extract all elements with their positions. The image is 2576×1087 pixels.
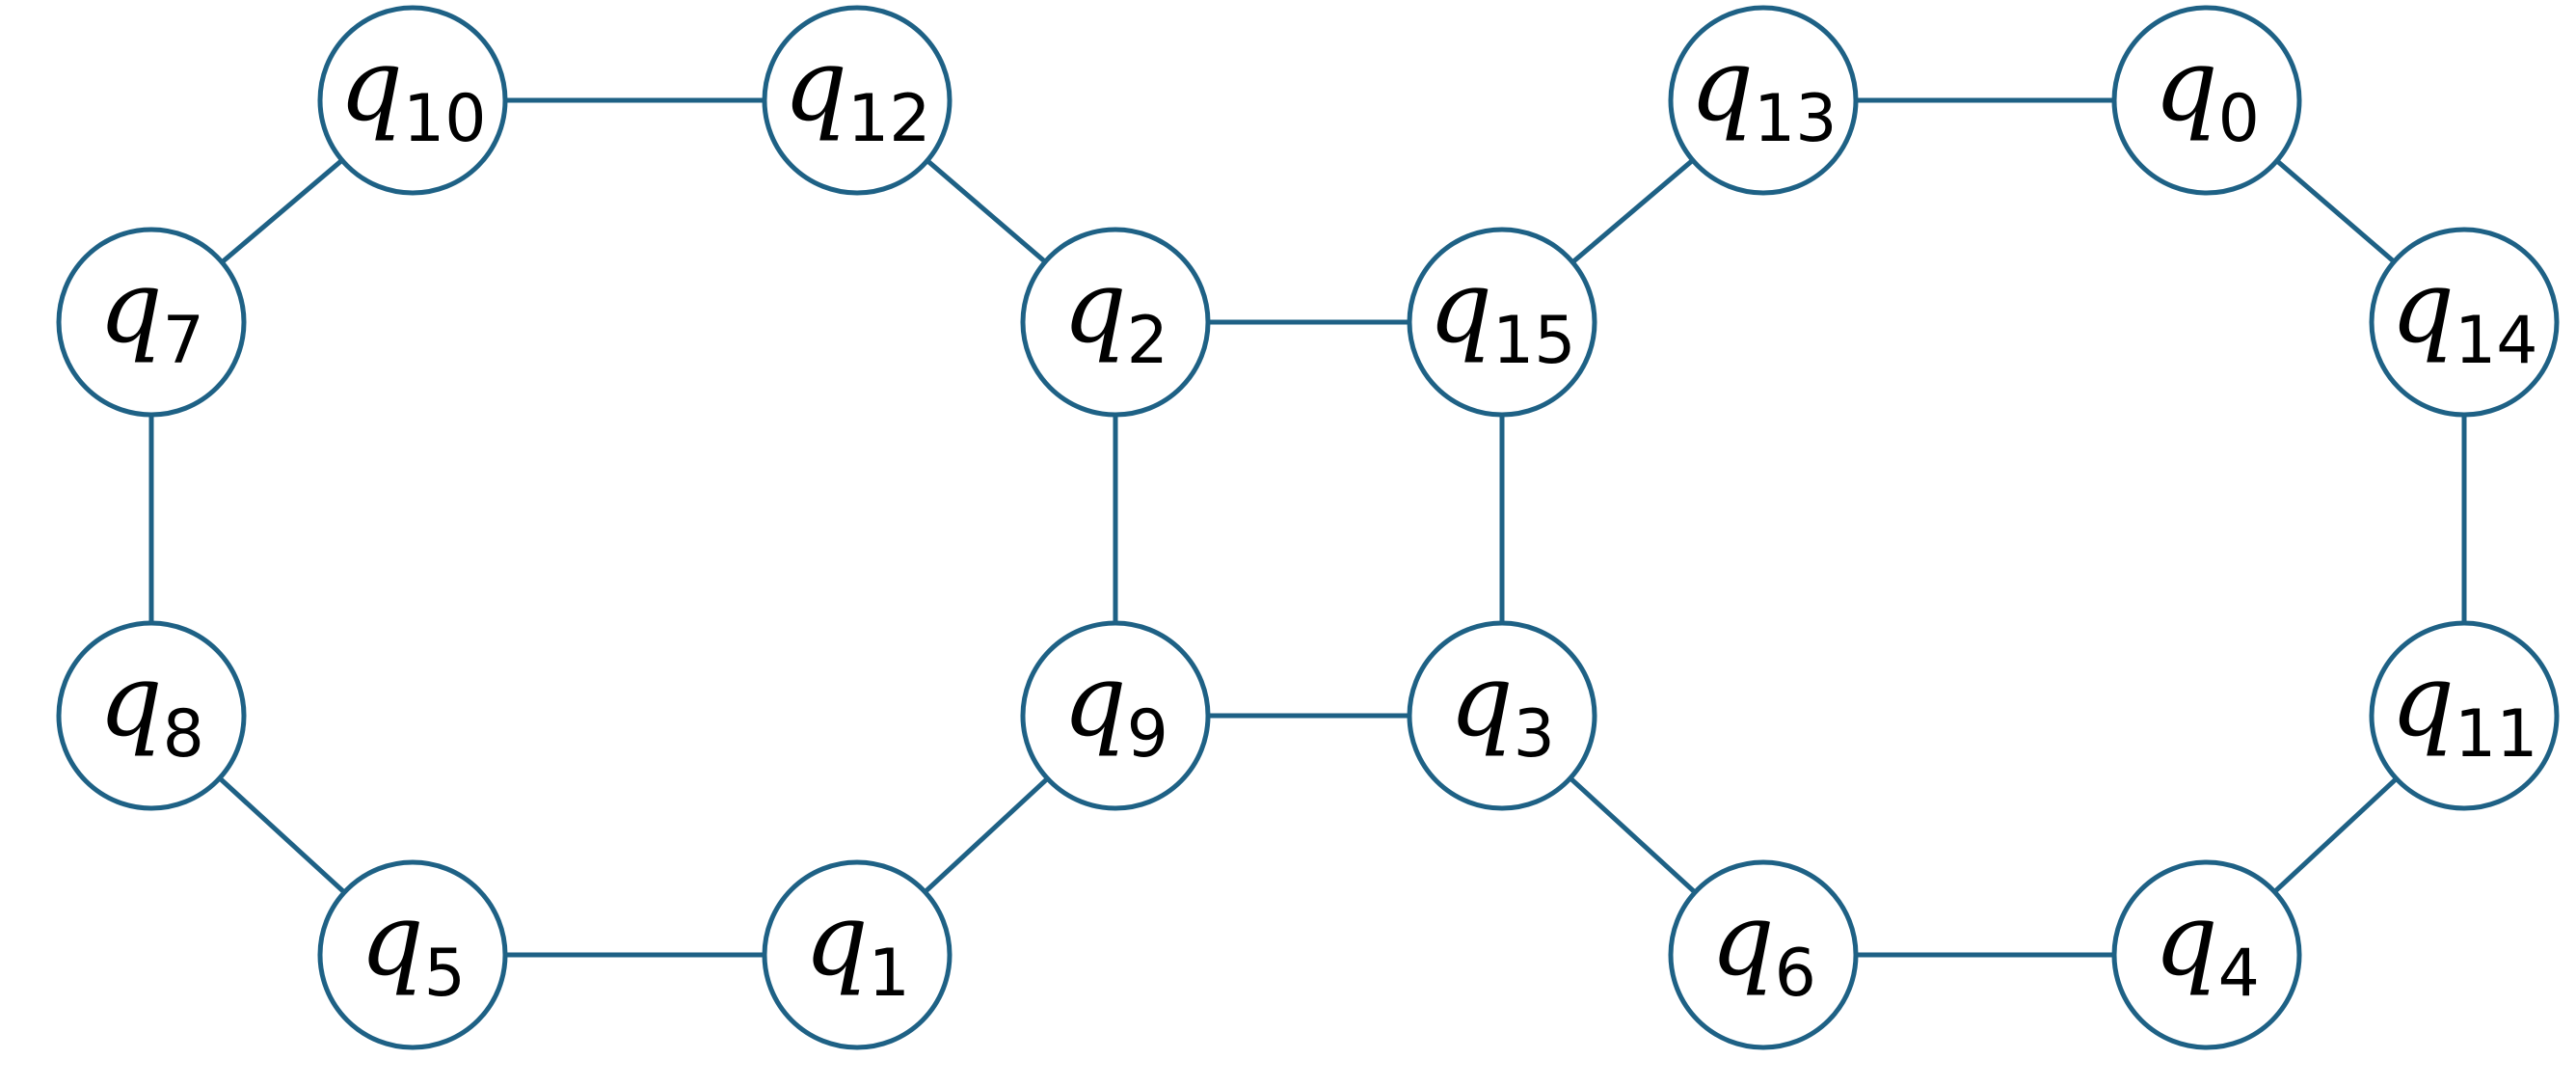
node-circle xyxy=(2111,5,2302,196)
node-label-base: q xyxy=(1062,641,1127,759)
node-label-base: q xyxy=(1689,26,1754,144)
node-label-subscript: 9 xyxy=(1127,696,1168,773)
node-circle xyxy=(1020,227,1211,418)
node-q11: q11 xyxy=(2369,620,2560,811)
node-label-base: q xyxy=(1449,641,1514,759)
node-circle xyxy=(1668,5,1859,196)
node-circle xyxy=(2369,227,2560,418)
node-label-subscript: 4 xyxy=(2218,936,2260,1012)
node-label-subscript: 12 xyxy=(847,81,931,157)
node-circle xyxy=(2369,620,2560,811)
node-circle xyxy=(317,5,508,196)
node-circle xyxy=(762,5,953,196)
node-label: q12 xyxy=(783,26,930,157)
node-label-base: q xyxy=(783,26,847,144)
node-label: q4 xyxy=(2154,881,2260,1012)
node-q10: q10 xyxy=(317,5,508,196)
node-circle xyxy=(56,620,247,811)
node-label-subscript: 0 xyxy=(2218,81,2260,157)
node-label-base: q xyxy=(804,881,869,998)
node-label-subscript: 14 xyxy=(2455,303,2538,379)
node-circle xyxy=(1407,620,1597,811)
node-label-subscript: 11 xyxy=(2455,696,2538,773)
node-q6: q6 xyxy=(1668,859,1859,1050)
node-circle xyxy=(2111,859,2302,1050)
node-q15: q15 xyxy=(1407,227,1597,418)
node-label-base: q xyxy=(2390,248,2455,366)
node-circle xyxy=(762,859,953,1050)
node-circle xyxy=(56,227,247,418)
node-q12: q12 xyxy=(762,5,953,196)
node-label-subscript: 5 xyxy=(424,936,466,1012)
node-q5: q5 xyxy=(317,859,508,1050)
node-q0: q0 xyxy=(2111,5,2302,196)
node-label-base: q xyxy=(98,641,163,759)
node-circle xyxy=(1668,859,1859,1050)
node-label: q5 xyxy=(360,881,466,1012)
node-q7: q7 xyxy=(56,227,247,418)
node-label: q13 xyxy=(1689,26,1837,157)
node-label-subscript: 10 xyxy=(403,81,487,157)
node-label-base: q xyxy=(1428,248,1492,366)
edges-layer xyxy=(148,97,2467,958)
node-q14: q14 xyxy=(2369,227,2560,418)
node-label: q0 xyxy=(2154,26,2260,157)
node-label: q6 xyxy=(1710,881,1816,1012)
node-label-base: q xyxy=(2154,881,2218,998)
node-label-base: q xyxy=(2154,26,2218,144)
node-label-subscript: 6 xyxy=(1775,936,1816,1012)
node-label: q11 xyxy=(2390,641,2537,773)
node-label-subscript: 13 xyxy=(1754,81,1838,157)
node-q4: q4 xyxy=(2111,859,2302,1050)
node-label-subscript: 8 xyxy=(163,696,204,773)
node-circle xyxy=(317,859,508,1050)
node-label: q10 xyxy=(338,26,486,157)
node-label-base: q xyxy=(98,248,163,366)
node-label: q2 xyxy=(1062,248,1168,379)
node-label: q14 xyxy=(2390,248,2537,379)
node-label: q7 xyxy=(98,248,204,379)
node-label-base: q xyxy=(1710,881,1775,998)
node-label-subscript: 15 xyxy=(1492,303,1576,379)
node-label: q1 xyxy=(804,881,910,1012)
node-label-base: q xyxy=(2390,641,2455,759)
node-label: q3 xyxy=(1449,641,1555,773)
node-q8: q8 xyxy=(56,620,247,811)
node-label-subscript: 1 xyxy=(869,936,910,1012)
node-label-base: q xyxy=(1062,248,1127,366)
node-label-base: q xyxy=(360,881,424,998)
node-label: q9 xyxy=(1062,641,1168,773)
node-label: q15 xyxy=(1428,248,1575,379)
node-label-subscript: 3 xyxy=(1514,696,1555,773)
node-label-subscript: 2 xyxy=(1127,303,1168,379)
node-q3: q3 xyxy=(1407,620,1597,811)
node-label: q8 xyxy=(98,641,204,773)
node-q1: q1 xyxy=(762,859,953,1050)
node-label-base: q xyxy=(338,26,403,144)
node-q2: q2 xyxy=(1020,227,1211,418)
node-q9: q9 xyxy=(1020,620,1211,811)
node-label-subscript: 7 xyxy=(163,303,204,379)
node-q13: q13 xyxy=(1668,5,1859,196)
node-circle xyxy=(1407,227,1597,418)
node-circle xyxy=(1020,620,1211,811)
